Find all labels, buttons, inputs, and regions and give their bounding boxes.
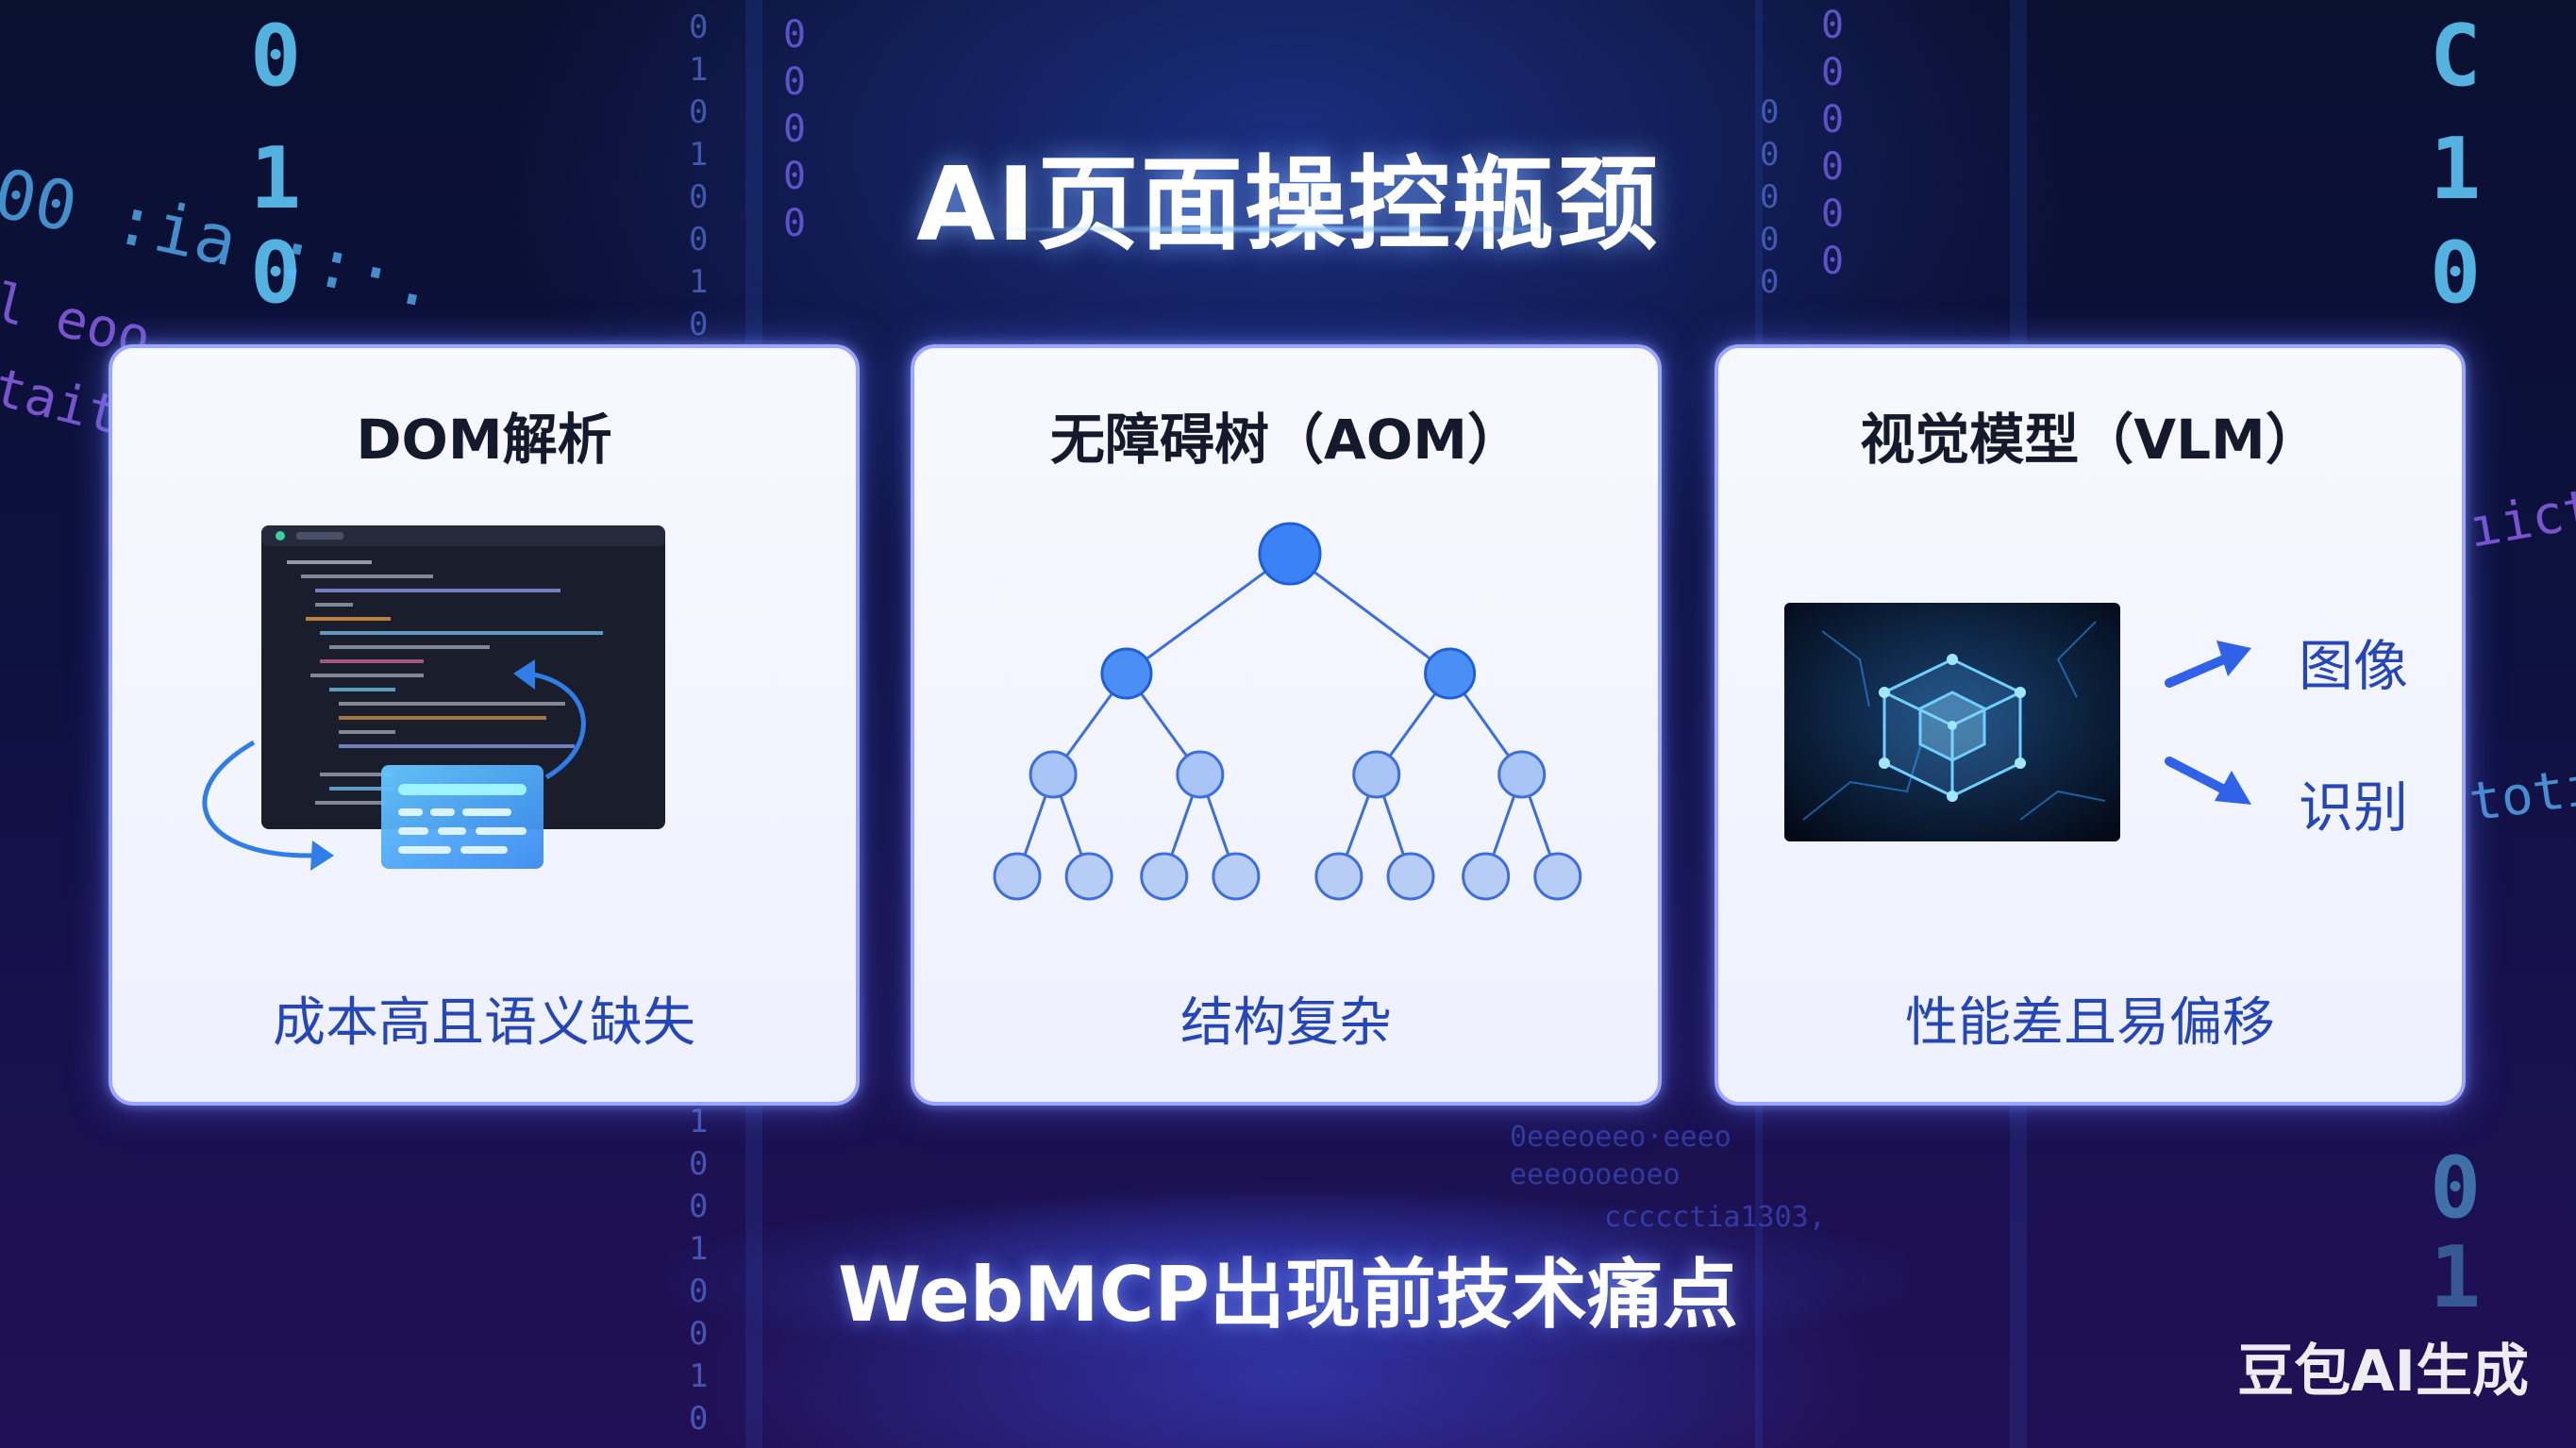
tree-node bbox=[1212, 852, 1261, 901]
cycle-arrow-icon bbox=[202, 740, 316, 858]
arrow-right-icon bbox=[2165, 757, 2251, 805]
svg-text:0: 0 bbox=[1760, 93, 1779, 131]
card-accessibility-tree: 无障碍树（AOM） 结构复杂 bbox=[911, 344, 1662, 1106]
card-vision-model: 视觉模型（VLM） bbox=[1715, 344, 2466, 1106]
banner-text: WebMCP出现前技术痛点 bbox=[838, 1251, 1738, 1339]
svg-text:0: 0 bbox=[783, 202, 806, 245]
watermark: 豆包AI生成 bbox=[2237, 1339, 2529, 1405]
tree-node bbox=[1064, 852, 1113, 901]
tree-node bbox=[1424, 647, 1477, 700]
card-caption: 性能差且易偏移 bbox=[1905, 992, 2275, 1054]
svg-text:0: 0 bbox=[689, 8, 708, 46]
svg-text:0: 0 bbox=[1821, 192, 1844, 236]
svg-text:0: 0 bbox=[689, 1145, 708, 1183]
svg-text:C: C bbox=[2430, 7, 2481, 106]
svg-text:0: 0 bbox=[250, 224, 301, 323]
svg-text:0: 0 bbox=[689, 1400, 708, 1438]
svg-text:0: 0 bbox=[1821, 4, 1844, 47]
svg-text:1: 1 bbox=[2430, 120, 2481, 219]
card-heading: 视觉模型（VLM） bbox=[1860, 408, 2320, 472]
svg-text:0: 0 bbox=[1821, 145, 1844, 189]
label-image: 图像 bbox=[2299, 634, 2409, 698]
tree-node bbox=[1533, 852, 1582, 901]
svg-text:0: 0 bbox=[783, 108, 806, 151]
tree-node bbox=[1352, 750, 1401, 799]
card-heading: DOM解析 bbox=[356, 408, 612, 472]
svg-text:0: 0 bbox=[783, 155, 806, 198]
arrow-right-icon bbox=[2165, 641, 2251, 688]
svg-text:1: 1 bbox=[2430, 1228, 2481, 1327]
page-title: AI页面操控瓶颈 bbox=[916, 146, 1660, 264]
svg-text:1: 1 bbox=[689, 51, 708, 89]
code-editor-window bbox=[261, 525, 665, 829]
tree-edge bbox=[1126, 552, 1291, 675]
card-caption: 结构复杂 bbox=[1180, 992, 1392, 1054]
svg-text:eeeoooeoeo: eeeoooeoeo bbox=[1510, 1158, 1681, 1191]
svg-text:totı: totı bbox=[2466, 756, 2576, 834]
svg-text:0: 0 bbox=[2430, 1139, 2481, 1238]
card-dom-parsing: DOM解析 bbox=[109, 344, 860, 1106]
tree-node bbox=[1386, 852, 1435, 901]
svg-text:0: 0 bbox=[2430, 224, 2481, 323]
tree-node bbox=[1258, 522, 1322, 586]
svg-text:0: 0 bbox=[783, 13, 806, 57]
card-heading: 无障碍树（AOM） bbox=[1050, 408, 1522, 472]
svg-text:0eeeoeeo·eeeo: 0eeeoeeo·eeeo bbox=[1510, 1121, 1731, 1154]
tree-node bbox=[1140, 852, 1189, 901]
tree-edge bbox=[1289, 552, 1451, 675]
svg-text:1: 1 bbox=[689, 1357, 708, 1395]
vision-model-illustration bbox=[1784, 603, 2251, 841]
svg-text:ıictı: ıictı bbox=[2464, 473, 2576, 560]
tree-node bbox=[1497, 750, 1547, 799]
svg-text:0: 0 bbox=[689, 93, 708, 131]
tree-node bbox=[1176, 750, 1225, 799]
tree-node bbox=[993, 852, 1042, 901]
dom-code-illustration bbox=[202, 525, 665, 871]
bottom-banner bbox=[670, 1193, 1906, 1363]
tree-node bbox=[1029, 750, 1078, 799]
tree-diagram bbox=[993, 522, 1582, 901]
svg-text:1: 1 bbox=[689, 263, 708, 301]
svg-text:0: 0 bbox=[783, 60, 806, 104]
svg-text:0: 0 bbox=[1760, 178, 1779, 216]
svg-text:0: 0 bbox=[1760, 136, 1779, 174]
tree-node bbox=[1462, 852, 1511, 901]
svg-text:1: 1 bbox=[250, 129, 301, 228]
svg-text:0: 0 bbox=[689, 178, 708, 216]
code-lines bbox=[287, 560, 603, 805]
title-underline-glow bbox=[977, 225, 1599, 234]
svg-text:0: 0 bbox=[689, 221, 708, 258]
svg-text:0: 0 bbox=[1821, 98, 1844, 141]
svg-text:0: 0 bbox=[1821, 240, 1844, 283]
tree-node bbox=[1314, 852, 1363, 901]
svg-text:0: 0 bbox=[1821, 51, 1844, 94]
card-caption: 成本高且语义缺失 bbox=[273, 992, 695, 1054]
svg-text:0: 0 bbox=[1760, 263, 1779, 301]
cycle-arrow-icon bbox=[527, 671, 586, 780]
svg-text:0: 0 bbox=[250, 7, 301, 106]
label-recognition: 识别 bbox=[2299, 775, 2409, 840]
svg-text:1: 1 bbox=[689, 136, 708, 174]
tree-node bbox=[1100, 647, 1153, 700]
svg-text:0: 0 bbox=[689, 306, 708, 343]
svg-text:1: 1 bbox=[689, 1103, 708, 1140]
svg-text:0: 0 bbox=[1760, 221, 1779, 258]
